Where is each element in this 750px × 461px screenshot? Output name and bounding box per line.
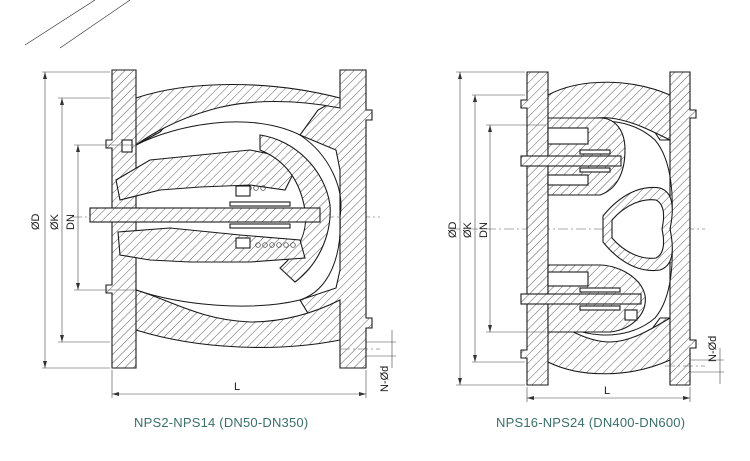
left-lower-arm [117,227,306,263]
right-body-lower-wall [547,313,671,375]
decorative-corner-lines [24,0,131,49]
left-dim-bolt-label: N-Ød [379,366,391,392]
left-dimension-lines [42,71,396,398]
left-body-upper-wall [135,84,341,147]
right-valve-drawing: ØD ØK DN L N-Ød [447,71,724,402]
right-outlet-flange [639,71,697,386]
right-dim-od-label: ØD [447,221,459,238]
right-dim-dn-label: DN [478,222,490,238]
left-lower-spring [255,242,296,248]
left-body-lower-wall [135,289,341,348]
right-lower-stem [520,293,642,305]
left-drawing-caption: NPS2-NPS14 (DN50-DN350) [134,415,309,430]
left-dim-dn-label: DN [65,214,77,230]
left-outlet-flange [299,69,373,369]
left-dim-od-label: ØD [30,213,42,230]
right-drawing-caption: NPS16-NPS24 (DN400-DN600) [496,415,686,430]
left-disc [259,134,331,283]
right-dim-bolt-label: N-Ød [707,336,719,362]
left-dim-l-label: L [234,381,240,393]
right-dim-l-label: L [604,385,610,397]
right-upper-stem [520,155,622,167]
right-dimension-lines [456,71,724,402]
right-dim-ok-label: ØK [462,221,474,238]
left-disc-arm [115,149,301,201]
left-dim-ok-label: ØK [49,213,61,230]
left-stem [89,207,321,223]
left-valve-drawing: ØD ØK DN L N-Ød [30,69,396,398]
